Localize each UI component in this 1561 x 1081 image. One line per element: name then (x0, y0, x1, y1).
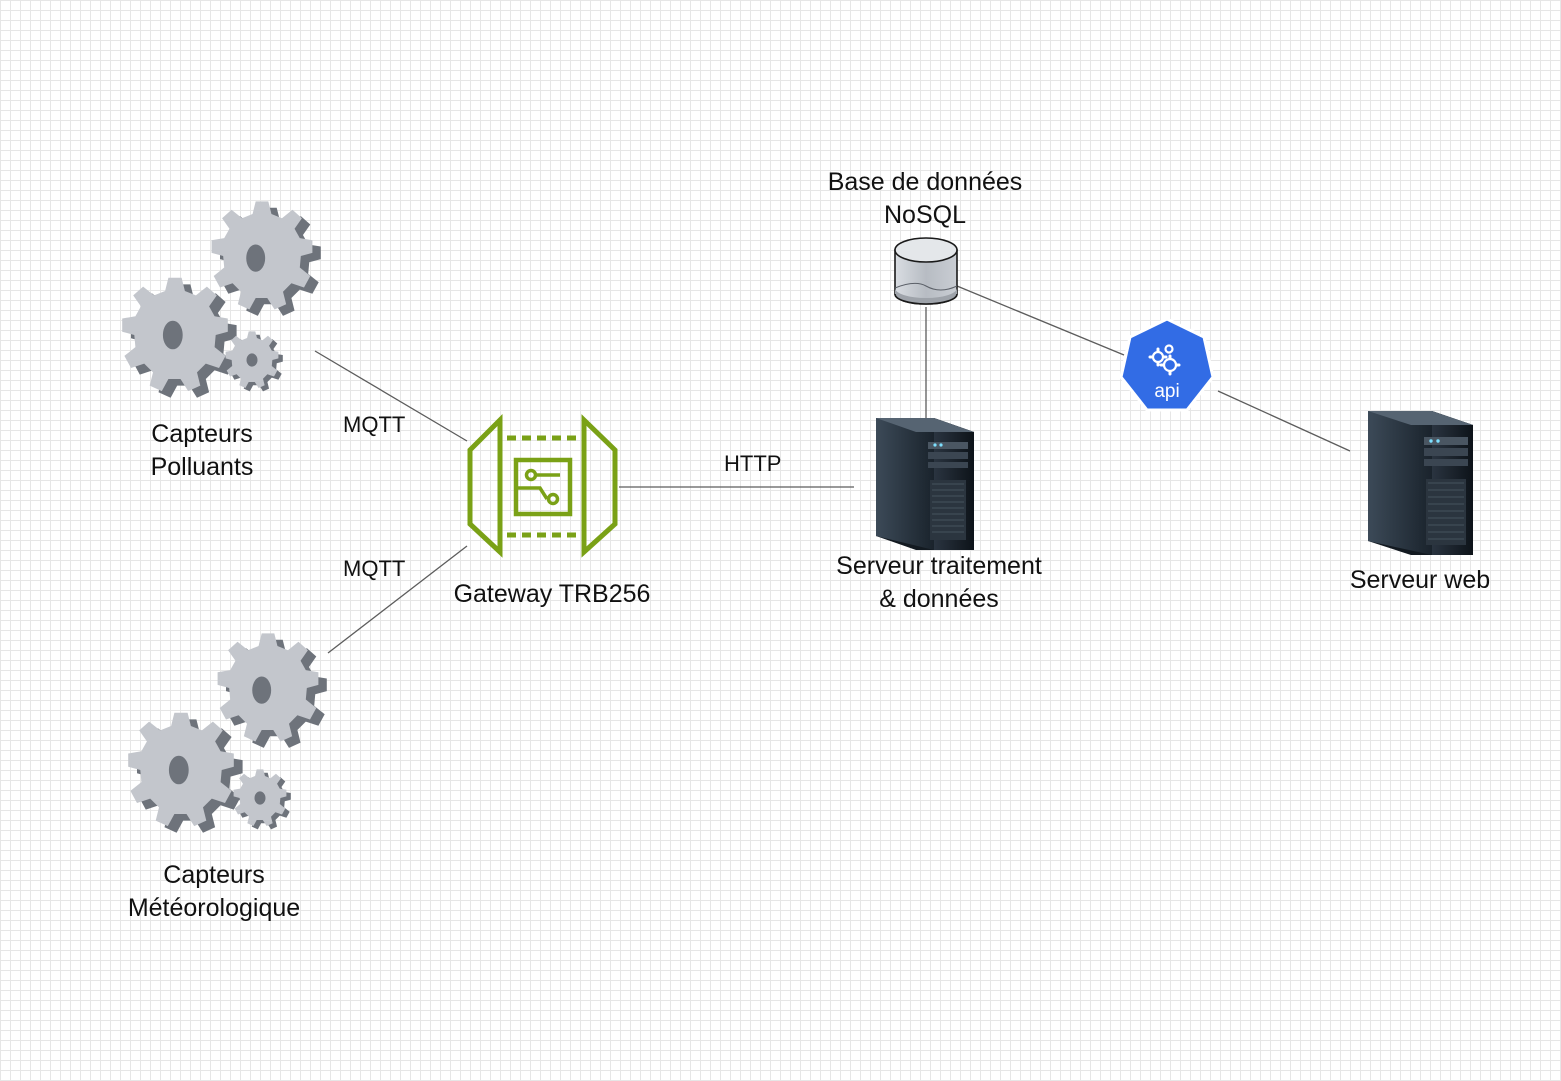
label-serveur-traitement: Serveur traitement & données (814, 550, 1064, 616)
gears-icon-meteo (128, 633, 327, 833)
label-serveur-web: Serveur web (1320, 564, 1520, 597)
connection-lines (314, 285, 1351, 654)
label-base-donnees-line1: Base de données (827, 168, 1023, 196)
server-tower-icon-web (1368, 411, 1473, 555)
edge-db-api (956, 285, 1125, 356)
kubernetes-api-icon (1119, 317, 1215, 412)
edge-meteo-gateway (327, 545, 468, 654)
label-serveur-traitement-line1: Serveur traitement (836, 552, 1042, 580)
api-badge-label: api (1154, 381, 1180, 402)
label-base-donnees-line2: NoSQL (884, 201, 966, 229)
label-capteurs-meteo-line1: Capteurs (163, 861, 265, 889)
label-gateway-text: Gateway TRB256 (453, 580, 651, 608)
label-base-donnees: Base de données NoSQL (800, 166, 1050, 232)
edge-label-mqtt-top: MQTT (343, 412, 406, 437)
edge-label-http: HTTP (724, 451, 782, 476)
edge-api-web (1217, 390, 1351, 452)
label-serveur-web-text: Serveur web (1349, 566, 1491, 594)
gears-icon-polluants (122, 201, 321, 398)
edge-label-mqtt-bottom: MQTT (343, 556, 406, 581)
iot-gateway-icon (467, 413, 618, 558)
label-capteurs-polluants-line1: Capteurs (151, 420, 253, 448)
edge-polluants-gateway (314, 350, 468, 442)
database-cylinder-icon (894, 237, 958, 305)
label-gateway: Gateway TRB256 (432, 578, 672, 611)
label-capteurs-polluants: Capteurs Polluants (122, 418, 282, 484)
label-capteurs-meteo-line2: Météorologique (127, 894, 301, 922)
label-serveur-traitement-line2: & données (879, 585, 999, 613)
label-capteurs-polluants-line2: Polluants (150, 453, 254, 481)
server-tower-icon-traitement (876, 418, 974, 550)
label-capteurs-meteo: Capteurs Météorologique (104, 859, 324, 925)
